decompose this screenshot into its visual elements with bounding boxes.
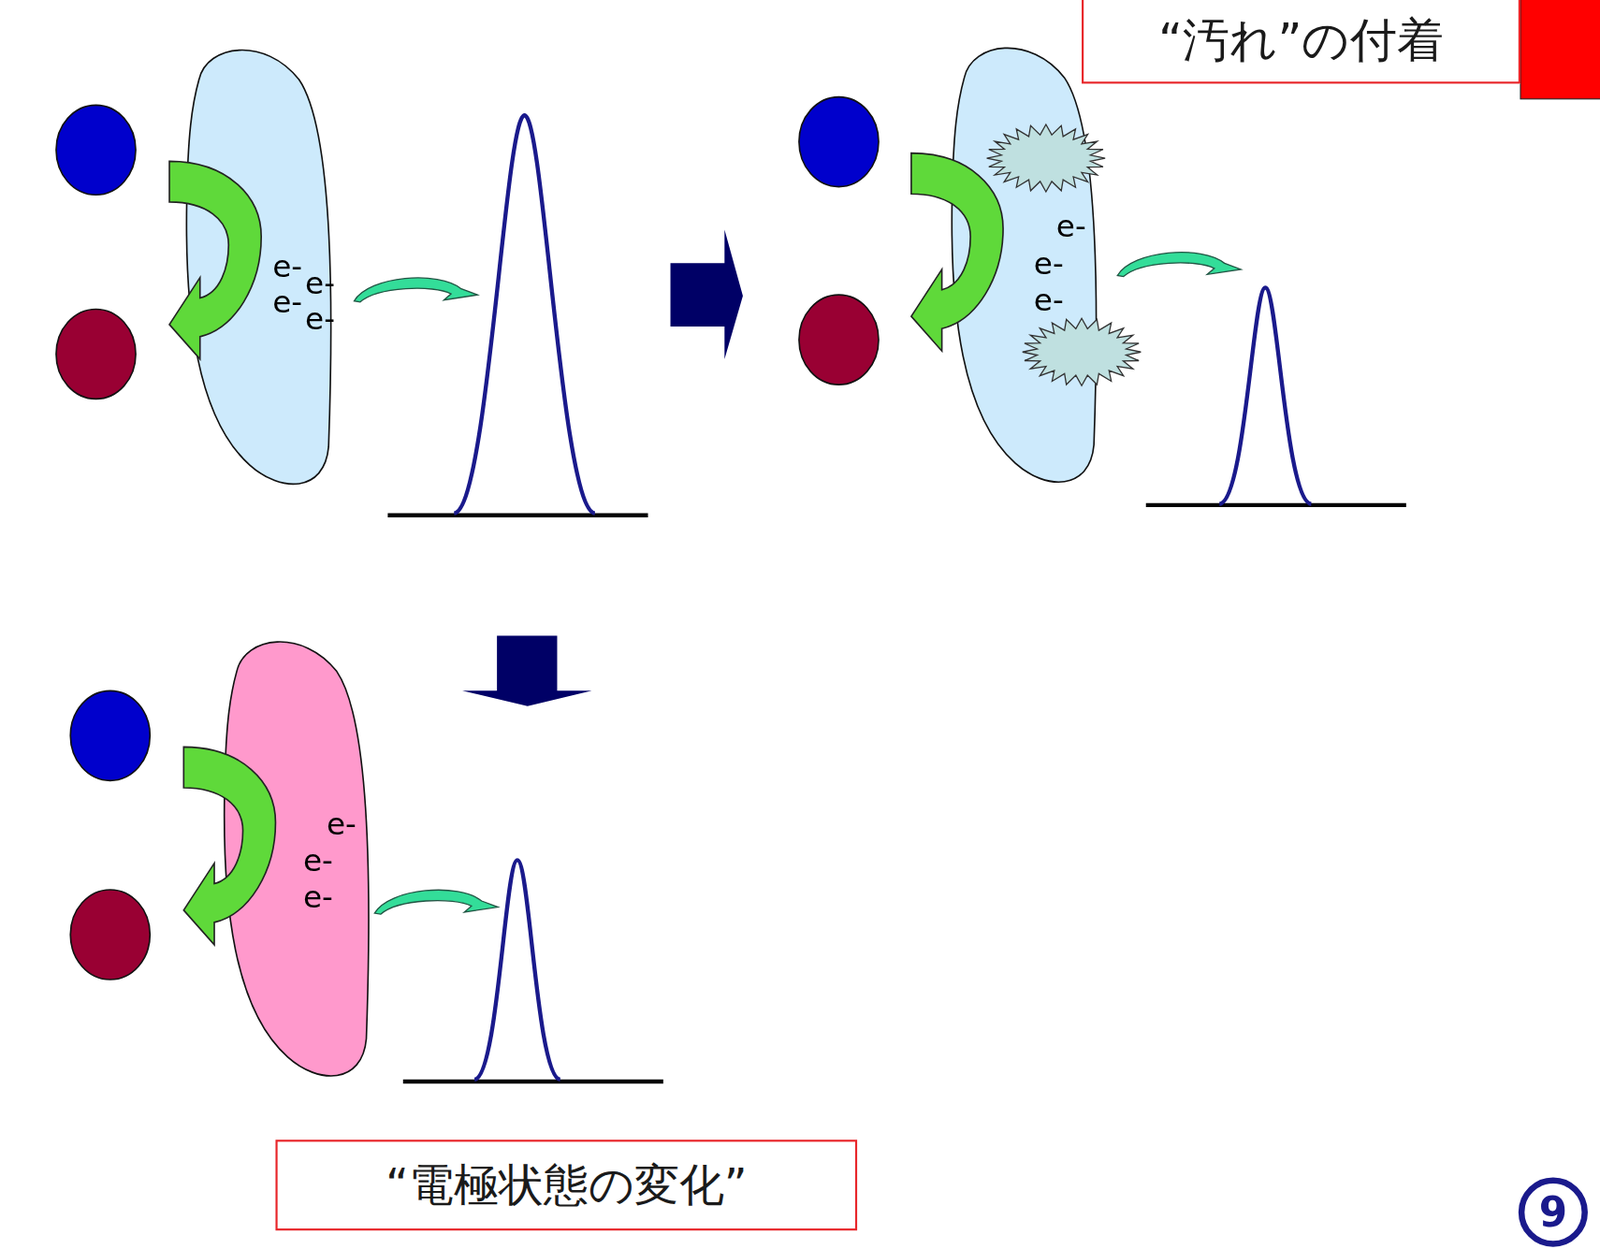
signal-arrow	[353, 277, 478, 303]
electron-label: e-	[326, 806, 357, 843]
signal-peak	[1219, 288, 1311, 505]
electron-label: e-	[272, 247, 303, 284]
electron-transfer-arrow	[169, 160, 262, 360]
baseline	[1146, 503, 1407, 508]
signal-peak	[453, 115, 596, 513]
reduced-species	[56, 308, 136, 399]
electron-transfer-arrow	[911, 153, 1004, 352]
fouling-deposit	[987, 124, 1106, 192]
electrode-outline	[216, 630, 379, 1075]
electron-label: e-	[272, 283, 303, 320]
flow-arrow	[462, 635, 593, 706]
electron-label: e-	[1056, 207, 1087, 244]
reduced-species	[70, 889, 150, 980]
signal-arrow	[374, 889, 498, 915]
caption-text: “汚れ”の付着	[1158, 9, 1444, 73]
caption-text: “電極状態の変化”	[385, 1155, 748, 1216]
oxidized-species	[70, 690, 150, 781]
fouling-deposit	[1022, 318, 1142, 386]
electrode: e-e-e-	[944, 36, 1107, 479]
reduced-species	[799, 294, 879, 385]
baseline	[403, 1079, 664, 1084]
red-marker	[1520, 0, 1600, 100]
electron-label: e-	[303, 843, 334, 879]
electron-transfer-arrow	[183, 746, 276, 946]
baseline	[387, 513, 648, 518]
electrode: e-e-e-	[216, 630, 379, 1075]
caption-box: “汚れ”の付着	[1081, 0, 1521, 84]
page-number-circle	[1521, 1180, 1586, 1245]
electrode: e-e-e-e-	[178, 38, 342, 493]
electron-label: e-	[1033, 246, 1064, 282]
flow-arrow	[670, 229, 743, 360]
electrode-outline	[944, 36, 1107, 479]
signal-arrow	[1117, 252, 1241, 277]
electron-label: e-	[305, 301, 335, 337]
electrode-shape	[224, 641, 369, 1077]
page-number: 9	[1527, 1187, 1580, 1237]
caption-box: “電極状態の変化”	[275, 1139, 858, 1231]
oxidized-species	[56, 104, 136, 195]
electron-label: e-	[1033, 281, 1064, 318]
oxidized-species	[799, 97, 879, 188]
electron-label: e-	[303, 878, 334, 915]
signal-peak	[474, 859, 561, 1079]
electrode-shape	[951, 47, 1096, 482]
electron-label: e-	[305, 265, 335, 302]
